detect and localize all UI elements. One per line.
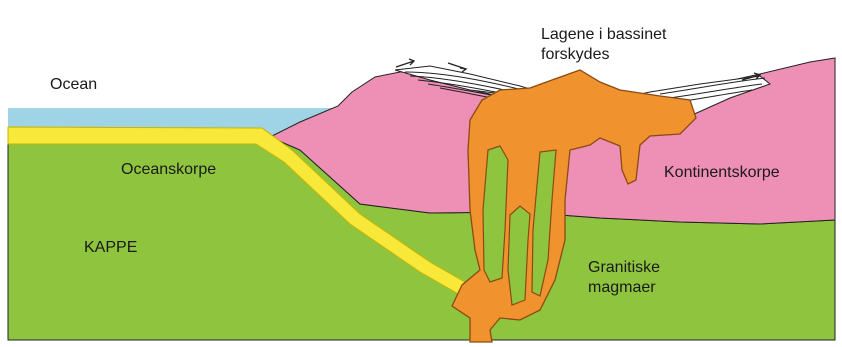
basin-layers-label-line2: forskydes xyxy=(541,45,666,65)
ocean-label: Ocean xyxy=(50,75,97,95)
oceanic-crust-label: Oceanskorpe xyxy=(121,160,216,180)
granitic-magma-label-line1: Granitiske xyxy=(588,258,660,278)
continental-crust-label: Kontinentskorpe xyxy=(664,163,780,183)
granitic-magma-label-line2: magmaer xyxy=(588,278,660,298)
basin-layers-label: Lagene i bassinet forskydes xyxy=(541,25,666,65)
mantle-label: KAPPE xyxy=(84,238,137,258)
granitic-magma-label: Granitiske magmaer xyxy=(588,258,660,298)
basin-layers-label-line1: Lagene i bassinet xyxy=(541,25,666,45)
